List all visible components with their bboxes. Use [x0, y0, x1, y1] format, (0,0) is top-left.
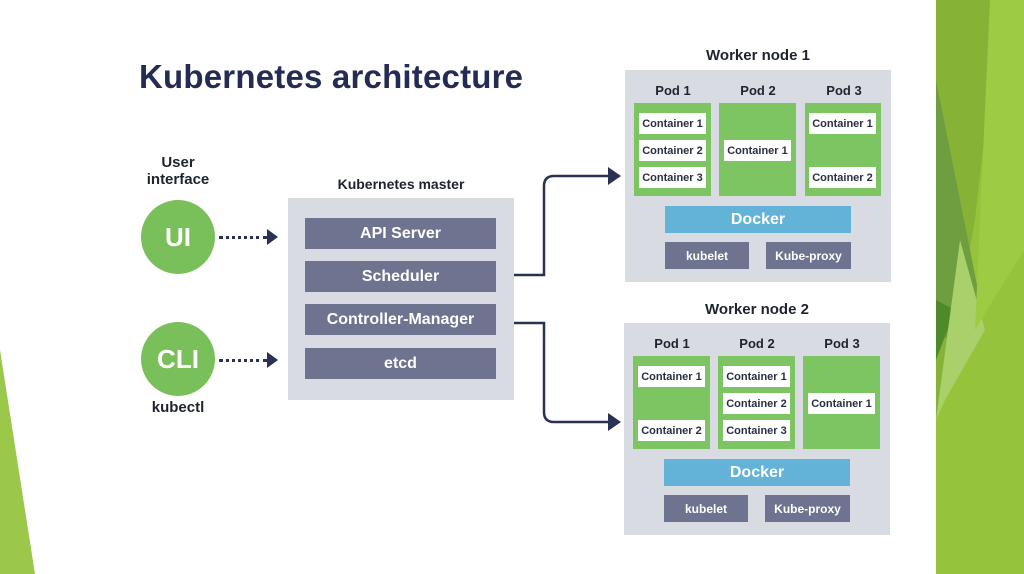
ui-client-label: UI [165, 221, 191, 252]
etcd-component: etcd [305, 348, 496, 379]
w1-kube-proxy: Kube-proxy [766, 242, 851, 269]
right-band-highlight [936, 240, 985, 420]
master-to-workers-connectors [514, 167, 621, 431]
api-server-component: API Server [305, 218, 496, 249]
ui-client-node: UI [141, 200, 215, 274]
left-green-wedge [0, 350, 35, 574]
ui-to-master-dotted-connector [219, 236, 267, 239]
w2-pod-2-container-2: Container 2 [723, 393, 790, 414]
worker-node-2-title: Worker node 2 [705, 301, 809, 318]
w2-pod-2-container-1: Container 1 [723, 366, 790, 387]
w2-kubelet: kubelet [664, 495, 748, 522]
w2-pod-1-label: Pod 1 [654, 336, 690, 351]
w1-pod-1-label: Pod 1 [655, 83, 691, 98]
w2-pod-3-label: Pod 3 [824, 336, 860, 351]
w1-pod-2-label: Pod 2 [740, 83, 776, 98]
cli-client-node: CLI [141, 322, 215, 396]
w1-pod-1-container-1: Container 1 [639, 113, 706, 134]
w2-pod-2-container-3: Container 3 [723, 420, 790, 441]
w2-pod-1-container-1: Container 1 [638, 366, 705, 387]
ui-arrow-head-icon [267, 229, 278, 245]
w1-pod-3-container-2: Container 2 [809, 167, 876, 188]
w2-pod-1-container-2: Container 2 [638, 420, 705, 441]
w1-pod-3-label: Pod 3 [826, 83, 862, 98]
w1-pod-2-container-1: Container 1 [724, 140, 791, 161]
w2-docker-runtime: Docker [664, 459, 850, 486]
w2-kube-proxy: Kube-proxy [765, 495, 850, 522]
arrow-head-worker-1-icon [608, 167, 621, 185]
w2-pod-3-container-1: Container 1 [808, 393, 875, 414]
cli-client-label: CLI [157, 343, 199, 374]
cli-arrow-head-icon [267, 352, 278, 368]
w1-docker-runtime: Docker [665, 206, 851, 233]
connector-to-worker-2 [514, 321, 610, 424]
user-interface-caption: User interface [146, 154, 210, 188]
w1-pod-1-container-2: Container 2 [639, 140, 706, 161]
right-band-light [975, 0, 1024, 330]
page-title: Kubernetes architecture [139, 58, 524, 95]
master-title: Kubernetes master [337, 176, 465, 192]
controller-manager-component: Controller-Manager [305, 304, 496, 335]
w2-pod-2-label: Pod 2 [739, 336, 775, 351]
w1-pod-1-container-3: Container 3 [639, 167, 706, 188]
cli-to-master-dotted-connector [219, 359, 267, 362]
kubectl-caption: kubectl [151, 399, 205, 416]
arrow-head-worker-2-icon [608, 413, 621, 431]
worker-node-1-title: Worker node 1 [706, 47, 810, 64]
connector-to-worker-1 [514, 174, 610, 277]
scheduler-component: Scheduler [305, 261, 496, 292]
w1-pod-3-container-1: Container 1 [809, 113, 876, 134]
w1-kubelet: kubelet [665, 242, 749, 269]
